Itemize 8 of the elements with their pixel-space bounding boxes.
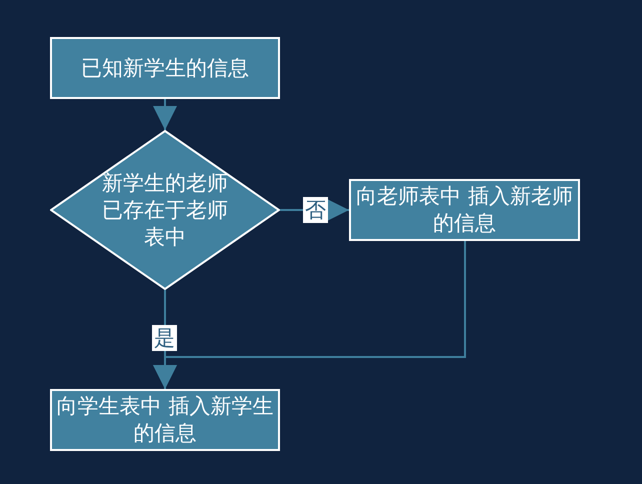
process-box: 向老师表中 插入新老师的信息 [349, 179, 580, 241]
process-box: 向学生表中 插入新学生的信息 [50, 389, 280, 451]
process-box: 已知新学生的信息 [50, 37, 280, 99]
edge-label: 是 [152, 325, 177, 351]
decision-diamond: 新学生的老师已存在于老师表中 [50, 130, 280, 290]
arrow [153, 99, 177, 130]
arrow [153, 241, 466, 389]
edge-label: 否 [303, 197, 328, 223]
